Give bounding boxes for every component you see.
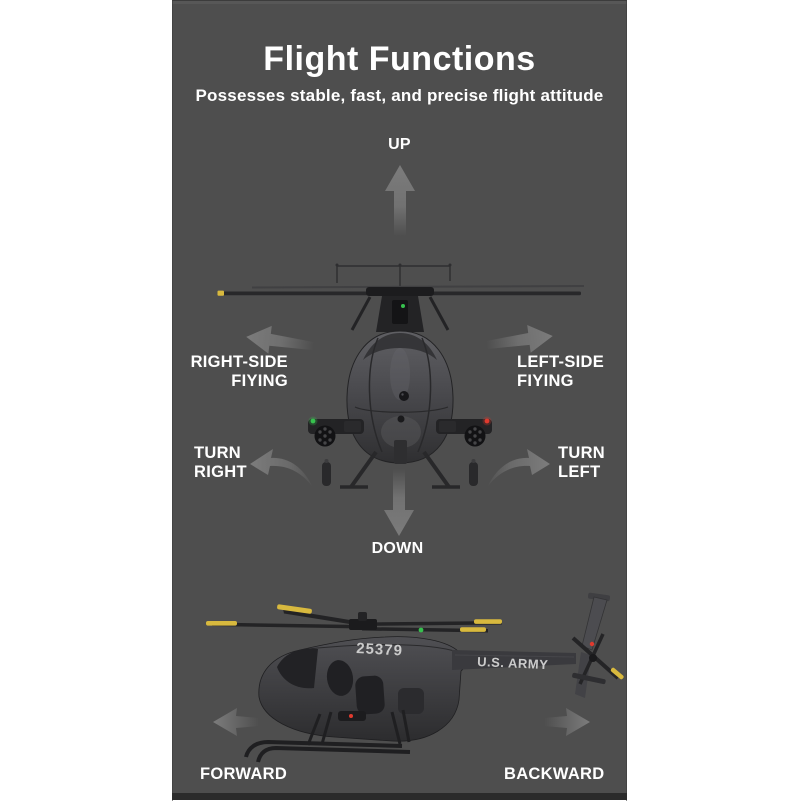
right-side-flying-arrow-icon (246, 325, 315, 354)
blade-tip-yellow-2 (277, 604, 312, 614)
turn-right-line1: TURN (194, 444, 242, 462)
lower-sensor (397, 415, 405, 423)
front-rotor-mast (350, 287, 450, 332)
turn-right-arrow-icon (250, 449, 312, 486)
side-deck-line (299, 644, 459, 653)
front-landing-skids (340, 450, 460, 489)
tail-blade-tip-yellow (610, 667, 624, 680)
nose-panel (394, 440, 407, 464)
up-arrow-icon (385, 165, 415, 236)
panel-right-edge (626, 1, 627, 801)
tail-number: 25379 (356, 640, 404, 659)
tail-nav-light-red (589, 641, 595, 647)
page-subtitle: Possesses stable, fast, and precise flig… (195, 86, 604, 105)
turn-left-line1: TURN (558, 444, 606, 462)
panel-left-edge (172, 1, 173, 801)
side-main-rotor (206, 604, 502, 633)
side-rotor-hub (349, 619, 377, 630)
skid-mounted-antennas (322, 459, 478, 486)
nav-light-red-core (484, 418, 490, 424)
rotor-tip-yellow-left (217, 290, 224, 296)
tail-stabilizer (572, 672, 606, 685)
backward-arrow-icon (544, 708, 590, 736)
forward-label: FORWARD (200, 765, 288, 783)
left-side-flying-line1: LEFT-SIDE (517, 353, 605, 371)
left-side-flying-line2: FIYING (517, 372, 574, 390)
body-seam (354, 406, 449, 413)
lens-highlight (401, 393, 404, 396)
side-view-helicopter: 25379 U.S. ARMY (206, 592, 624, 763)
blade-tip-yellow-4 (460, 627, 486, 632)
turn-left-arrow-icon (488, 449, 550, 486)
canopy-frame-left (368, 337, 383, 453)
side-windows (277, 648, 424, 715)
boom-highlight (454, 654, 575, 658)
canopy-frame-right (417, 337, 432, 453)
canopy-sheen (390, 348, 410, 400)
side-nav-light-green (418, 627, 424, 633)
down-label: DOWN (371, 540, 424, 557)
mast-green-led (401, 304, 405, 308)
down-arrow-icon (384, 469, 414, 536)
side-landing-skids (244, 709, 411, 763)
belly-red-light (349, 714, 353, 718)
army-marking: U.S. ARMY (477, 654, 549, 672)
turn-right-line2: RIGHT (194, 463, 247, 481)
blade-tip-yellow-1 (206, 621, 237, 626)
up-label: UP (388, 136, 411, 153)
right-side-flying-line1: RIGHT-SIDE (190, 353, 288, 371)
page-title: Flight Functions (263, 40, 536, 78)
right-weapon-pod (436, 416, 492, 447)
front-rear-rotor-blade (251, 285, 585, 289)
tail-rotor-hub (589, 654, 597, 662)
nose-camera-lens (399, 391, 409, 401)
canopy-top-shading (363, 333, 437, 360)
nav-light-green-core (310, 418, 316, 424)
front-view-helicopter (217, 263, 585, 489)
right-side-flying-line2: FIYING (231, 372, 288, 390)
front-antenna (335, 263, 452, 288)
blade-tip-yellow-3 (474, 619, 502, 624)
backward-label: BACKWARD (504, 765, 605, 783)
turn-left-line2: LEFT (558, 463, 601, 481)
forward-arrow-icon (213, 708, 259, 736)
left-weapon-pod (308, 416, 364, 447)
tail-assembly (571, 592, 624, 698)
lower-windshield (381, 416, 421, 448)
left-side-flying-arrow-icon (485, 325, 553, 353)
